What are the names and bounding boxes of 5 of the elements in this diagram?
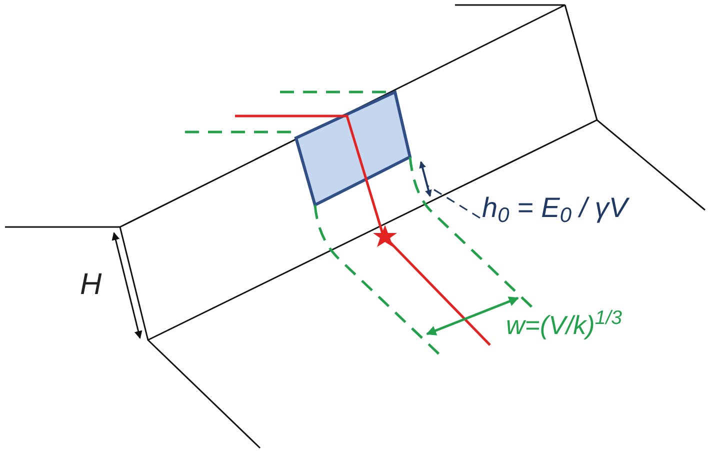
- leader-line: [428, 185, 480, 219]
- formula-label: h$_{0}$ = E$_{0}$ / γV: [482, 194, 628, 222]
- formula-label: w=(V/k)$^{1/3}$: [506, 312, 622, 338]
- dimension-arrow: [419, 161, 432, 197]
- dimension-label: H: [80, 270, 102, 300]
